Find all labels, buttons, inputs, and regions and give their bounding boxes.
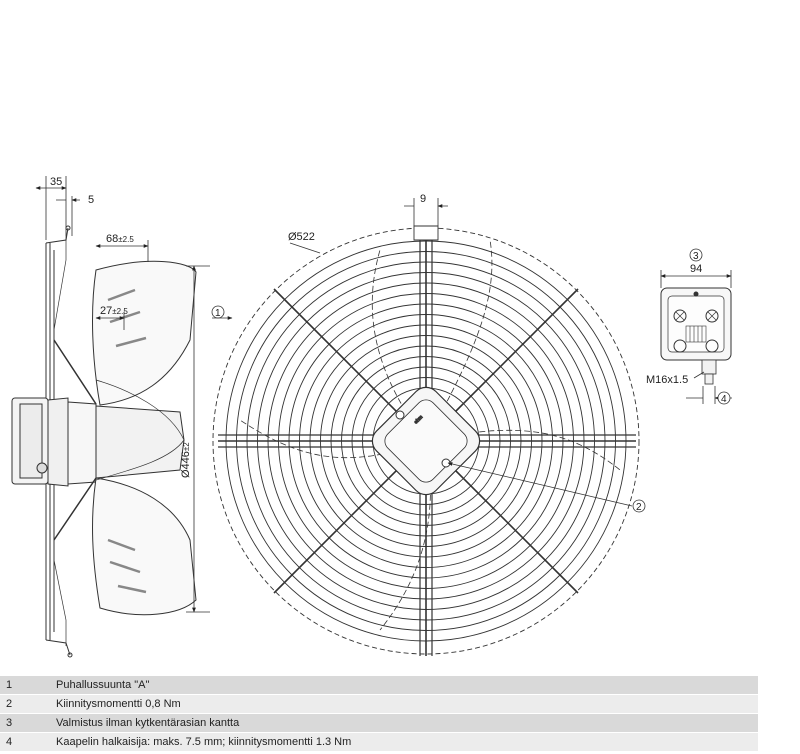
legend-table: 1 Puhallussuunta "A" 2 Kiinnitysmomentti… [0,676,758,752]
legend-row: 4 Kaapelin halkaisija: maks. 7.5 mm; kii… [0,732,758,752]
legend-number: 3 [0,713,50,733]
legend-number: 4 [0,732,50,752]
callout-2: 2 [447,462,646,513]
side-view [11,225,197,658]
terminal-box [660,287,732,385]
side-dimensions [35,176,210,613]
legend-text: Kiinnitysmomentti 0,8 Nm [50,694,758,714]
front-view: ebm [212,225,640,656]
dim-diameter-tol: ±2 [182,442,191,451]
dim-side-flange: 5 [88,194,94,206]
dim-diameter: Ø446±2 [180,442,192,478]
dim-diameter-value: Ø446 [180,451,192,478]
dim-side-blade-value: 27 [100,305,112,317]
legend-text: Valmistus ilman kytkentärasian kantta [50,713,758,733]
dim-terminal-width: 94 [690,263,702,275]
legend-number: 1 [0,676,50,695]
dim-cable-gland: M16x1.5 [646,374,688,386]
dim-side-blade: 27±2.5 [100,305,128,317]
front-dimensions [289,198,448,254]
callout-3-label: 3 [693,251,699,262]
callout-4: 4 [717,391,731,405]
dim-side-hub-value: 68 [106,233,118,245]
legend-text: Puhallussuunta "A" [50,676,758,695]
legend-row: 3 Valmistus ilman kytkentärasian kantta [0,713,758,733]
dim-side-hub-tol: ±2.5 [118,235,134,244]
callout-1-label: 1 [215,308,221,319]
callout-3: 3 [689,248,703,262]
legend-row: 1 Puhallussuunta "A" [0,676,758,695]
callout-2-label: 2 [636,502,642,513]
dim-side-hub: 68±2.5 [106,233,134,245]
dim-side-blade-tol: ±2.5 [112,307,128,316]
legend-row: 2 Kiinnitysmomentti 0,8 Nm [0,694,758,714]
callout-4-label: 4 [721,394,727,405]
legend-number: 2 [0,694,50,714]
fan-technical-drawing: 35 5 68±2.5 27±2.5 Ø446±2 1 [11,176,732,658]
dim-mount-offset: 9 [420,193,426,205]
dim-guard-diameter: Ø522 [288,231,315,243]
dim-side-depth: 35 [50,176,62,188]
callout-1: 1 [211,305,233,320]
legend-text: Kaapelin halkaisija: maks. 7.5 mm; kiinn… [50,732,758,752]
